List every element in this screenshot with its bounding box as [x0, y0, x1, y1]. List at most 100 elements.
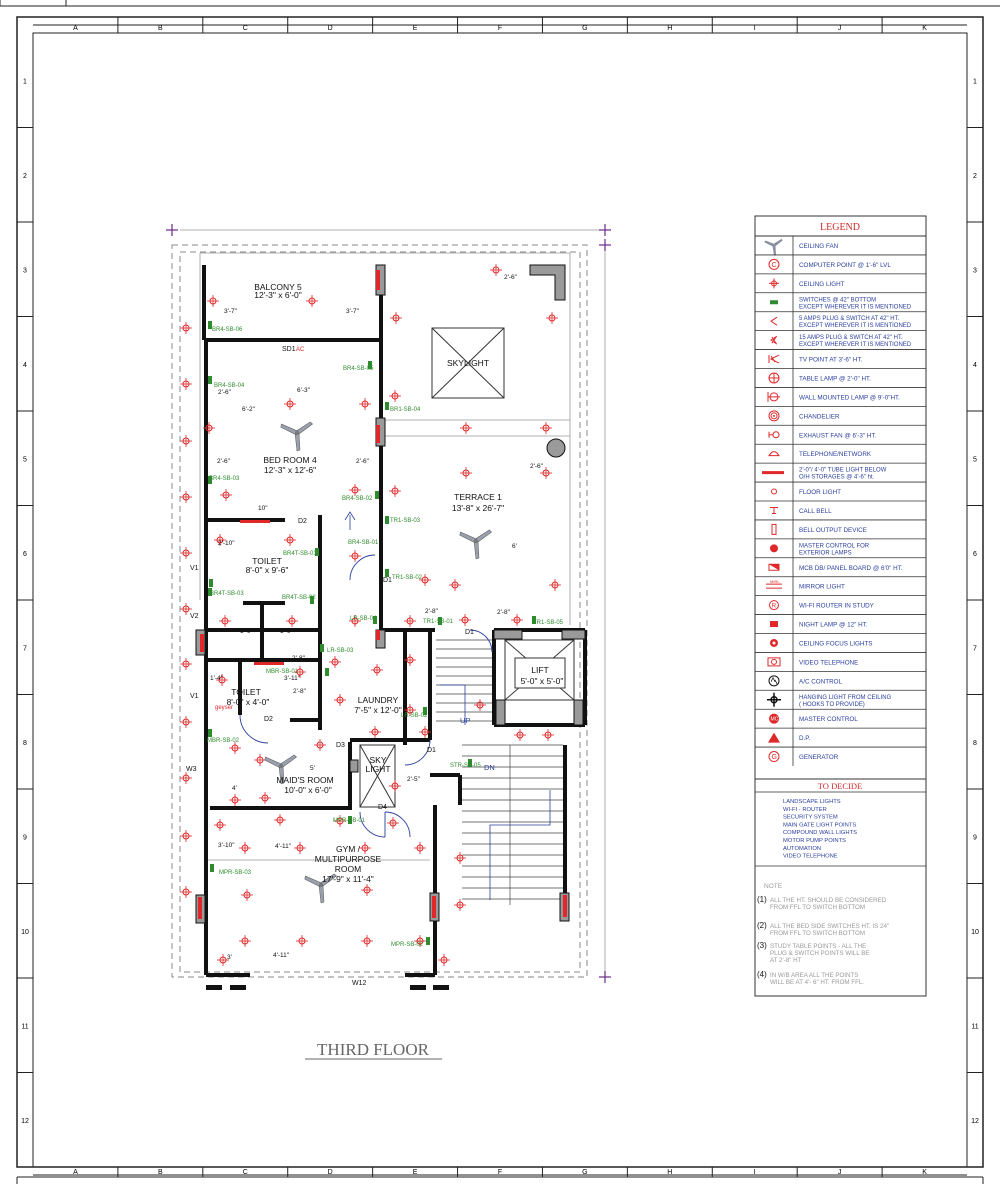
- svg-text:R: R: [772, 604, 777, 610]
- ceiling-light-icon: [180, 603, 192, 615]
- grid-row-label: 9: [23, 834, 27, 841]
- legend-row: 5 AMPS PLUG & SWITCH AT 42" HT.EXCEPT WH…: [770, 316, 912, 329]
- ceiling-light-icon: [229, 742, 241, 754]
- switch-icon: [208, 321, 212, 329]
- door-tag: D4: [378, 804, 387, 811]
- ceiling-light-icon: [389, 485, 401, 497]
- switch-icon: [209, 579, 213, 587]
- floor-plan: BALCONY 5 12'-3" x 6'-0" SKYLIGHT BED RO…: [166, 224, 611, 990]
- dimension-text: 2'-8": [292, 655, 306, 662]
- legend-text: 2'-0"/ 4'-0" TUBE LIGHT BELOW: [799, 468, 887, 474]
- switch-icon: [208, 729, 212, 737]
- legend-text: SWITCHES @ 42" BOTTOM: [799, 297, 876, 303]
- room-size: 17'-9" x 11'-4": [322, 874, 374, 884]
- ceiling-light-icon: [180, 658, 192, 670]
- room-name: MULTIPURPOSE: [315, 854, 382, 864]
- switch-label: BR4T-SB-03: [210, 591, 244, 597]
- ceiling-light-icon: [490, 264, 502, 276]
- grid-column-label: J: [838, 1169, 842, 1176]
- legend-text: HANGING LIGHT FROM CEILING: [799, 695, 892, 701]
- note-number: (3): [757, 941, 767, 950]
- red-labels: AC geyser: [215, 347, 305, 711]
- switch-icon: [532, 616, 536, 624]
- ceiling-light-icon: [454, 899, 466, 911]
- switch-icon: [373, 616, 377, 624]
- note-line: WILL BE AT 4'- 6" HT. FROM FFL.: [770, 979, 864, 986]
- switch-icon: [770, 300, 778, 305]
- ceiling-light-icon: [460, 467, 472, 479]
- grid-row-label: 2: [23, 173, 27, 180]
- switch-label: MPR-SB-01: [333, 818, 366, 824]
- grid-column-label: A: [73, 1169, 78, 1176]
- room-size: 13'-8" x 26'-7": [452, 503, 504, 513]
- door-tag: D1: [465, 629, 474, 636]
- ceiling-light-icon: [419, 726, 431, 738]
- room-size: 12'-3" x 12'-6": [264, 465, 316, 475]
- tube-light-icon: [432, 896, 436, 918]
- dimension-text: 2'-8": [293, 688, 307, 695]
- note-item: (2)ALL THE BED SIDE SWITCHES HT. IS 24"F…: [757, 921, 889, 937]
- to-decide-title: TO DECIDE: [818, 781, 862, 791]
- ac-label: AC: [296, 347, 305, 353]
- grid-row-label: 5: [973, 456, 977, 463]
- mirror-light-icon: MIRL: [766, 579, 782, 589]
- grid-column-label: F: [498, 1169, 502, 1176]
- tube-light-icon: [240, 520, 270, 523]
- room-size: 8'-0" x 9'-6": [246, 565, 289, 575]
- legend-row: NIGHT LAMP @ 12" HT.: [770, 621, 868, 629]
- ceiling-light-icon: [349, 484, 361, 496]
- legend-text: MIRROR LIGHT: [799, 584, 845, 591]
- legend-frame: [754, 215, 927, 997]
- dimension-text: 3'-11": [284, 675, 301, 682]
- ceiling-light-icon: [334, 815, 346, 827]
- switch-markers: [208, 321, 536, 945]
- legend-row: 15 AMPS PLUG & SWITCH AT 42" HT.EXCEPT W…: [770, 335, 912, 348]
- legend-text: CHANDELIER: [799, 413, 840, 420]
- dimension-text: 6'-2": [242, 406, 256, 413]
- switch-icon: [320, 644, 324, 652]
- ceiling-light-icon: [460, 422, 472, 434]
- room-name: SKYLIGHT: [447, 358, 489, 368]
- switch-icon: [368, 361, 372, 369]
- switch-labels: BR4-SB-06BR4-SB-05BR4-SB-04BR1-SB-04BR4-…: [207, 327, 564, 948]
- grid-column-label: A: [73, 25, 78, 32]
- switch-icon: [208, 588, 212, 596]
- legend-row: CALL BELL: [770, 506, 832, 515]
- tube-light-icon: [563, 895, 567, 917]
- note-line: FROM FFL TO SWITCH BOTTOM: [770, 904, 865, 911]
- legend-text: EXCEPT WHEREVER IT IS MENTIONED: [799, 323, 912, 329]
- column-round: [546, 438, 566, 458]
- legend-row: D.P.: [768, 732, 811, 743]
- legend-row: BELL OUTPUT DEVICE: [771, 523, 867, 535]
- note-line: ALL THE HT. SHOULD BE CONSIDERED: [770, 897, 887, 904]
- note-line: PLUG & SWITCH POINTS WILL BE: [770, 950, 869, 957]
- switch-label: BR4-SB-05: [343, 366, 374, 372]
- note-title: NOTE: [764, 883, 783, 890]
- ceiling-light-icon: [239, 935, 251, 947]
- dimension-text: 4'-11": [273, 952, 290, 959]
- ceiling-light-icon: [296, 935, 308, 947]
- bell-output-icon: [771, 523, 777, 535]
- walls: [202, 265, 587, 977]
- door-tag: D2: [264, 716, 273, 723]
- tube-light-icon: [200, 634, 204, 652]
- ceiling-light-icon: [369, 726, 381, 738]
- ceiling-light-icon: [180, 547, 192, 559]
- ceiling-light-icon: [349, 615, 361, 627]
- legend-text: MASTER CONTROL FOR: [799, 543, 870, 549]
- switch-icon: [325, 668, 329, 676]
- dimension-text: 2'-8": [497, 609, 511, 616]
- grid-column-label: C: [243, 25, 248, 32]
- ceiling-light-icon: [216, 674, 228, 686]
- to-decide-item: MOTOR PUMP POINTS: [783, 838, 846, 844]
- legend-row: VIDEO TELEPHONE: [767, 657, 858, 667]
- ceiling-light-icon: [241, 889, 253, 901]
- grid-column-label: G: [582, 1169, 587, 1176]
